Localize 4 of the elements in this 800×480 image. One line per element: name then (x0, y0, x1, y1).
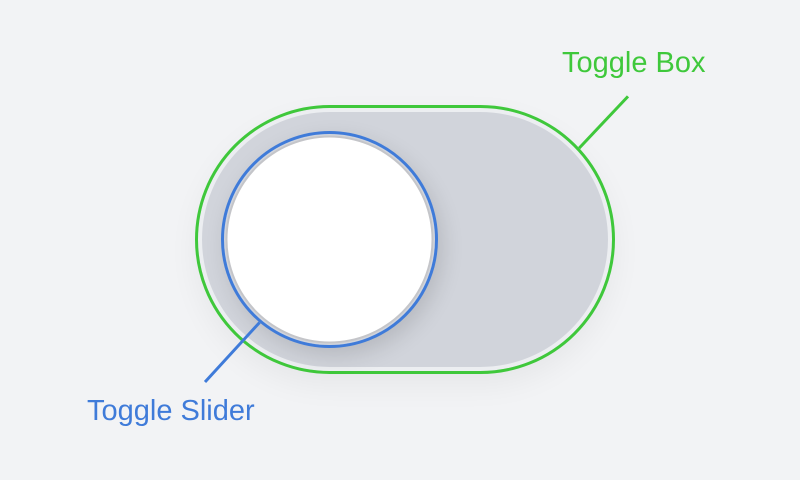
leader-line (578, 95, 630, 150)
callout-label: Toggle Slider (87, 395, 255, 428)
callout-label: Toggle Box (562, 47, 706, 80)
leader-line (204, 321, 261, 384)
